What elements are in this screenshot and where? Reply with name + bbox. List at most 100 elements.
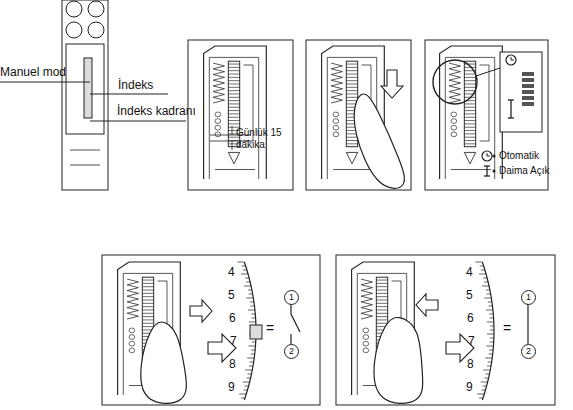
dial-tick	[484, 298, 491, 299]
dial-number: 9	[466, 381, 473, 395]
dial-tick	[346, 74, 357, 75]
zoom-line	[476, 68, 500, 76]
dial-tick	[484, 282, 488, 283]
switch-contact	[291, 304, 300, 332]
digit-wheel	[333, 112, 339, 117]
contact-circle: 1	[521, 290, 536, 305]
digit-wheel	[451, 125, 457, 130]
dial-tick	[487, 322, 494, 323]
direction-arrow	[381, 70, 403, 98]
dial-tick	[485, 374, 489, 375]
dial-tick	[376, 303, 387, 304]
digit-wheel	[363, 348, 369, 353]
dial-tick	[346, 100, 357, 101]
dial-tick	[479, 398, 483, 399]
dial-tick	[464, 110, 475, 111]
dial-tick	[142, 313, 153, 314]
dial-tick	[142, 309, 153, 310]
dial-tick	[346, 140, 357, 141]
dial-tick	[376, 286, 387, 287]
dial-tick	[464, 90, 475, 91]
dial-tick	[142, 290, 153, 291]
digit-wheel	[129, 328, 135, 333]
dial-tick	[464, 127, 475, 128]
dial-tick	[228, 107, 239, 108]
part-label: İndeks kadranı	[117, 105, 196, 119]
digit-wheel	[451, 112, 457, 117]
panel-frame	[306, 40, 411, 190]
digit-wheel	[451, 132, 457, 137]
dial-tick	[241, 398, 245, 399]
zoom-segment	[522, 96, 534, 100]
index-dial	[464, 61, 475, 147]
dial-tick	[228, 100, 239, 101]
zoom-segment	[522, 72, 534, 76]
dial-tick	[250, 306, 254, 307]
dial-tick	[228, 67, 239, 68]
dial-number: 5	[228, 289, 235, 303]
dial-tick	[483, 386, 487, 387]
equals-sign: =	[503, 320, 511, 336]
dial-tick	[346, 137, 357, 138]
dial-tick	[241, 274, 248, 275]
dial-tick	[346, 84, 357, 85]
clock-hand	[511, 57, 514, 60]
digit-wheel	[129, 335, 135, 340]
dial-tick	[376, 296, 387, 297]
dial-tick	[475, 262, 482, 263]
dial-tick	[490, 326, 494, 327]
dial-tick	[142, 280, 153, 281]
contact-number: 2	[526, 347, 531, 356]
dial-tick	[142, 326, 153, 327]
finger	[354, 94, 404, 188]
dial-tick	[228, 74, 239, 75]
dial-number: 6	[229, 312, 236, 326]
digit-wheel	[129, 348, 135, 353]
dial-tick	[247, 358, 254, 359]
digit-wheel	[451, 119, 457, 124]
zoom-segment	[522, 102, 534, 106]
dial-tick	[228, 120, 239, 121]
dial-tick	[464, 133, 475, 134]
dial-tick	[142, 319, 153, 320]
stroke	[70, 165, 100, 166]
digit-wheel	[215, 119, 221, 124]
dial-tick	[483, 278, 487, 279]
pointer	[346, 152, 357, 163]
dial-tick	[142, 286, 153, 287]
panel-frame	[102, 255, 320, 405]
base-line	[215, 169, 255, 170]
dial-number: 7	[230, 335, 237, 349]
dial-tick	[228, 87, 239, 88]
contact-number: 2	[289, 347, 294, 356]
dial-tick	[243, 270, 247, 271]
dial-tick	[228, 64, 239, 65]
dial-tick	[464, 120, 475, 121]
dial-tick	[489, 314, 493, 315]
direction-arrow	[416, 294, 438, 316]
dial-tick	[246, 282, 250, 283]
dial-tick	[228, 117, 239, 118]
dial-tick	[346, 80, 357, 81]
zoom-segment	[522, 84, 534, 88]
dial-tick	[485, 358, 492, 359]
part-label: İndeks	[118, 79, 153, 93]
digit-wheel	[363, 341, 369, 346]
dial-tick	[464, 143, 475, 144]
always-on-icon	[510, 100, 511, 118]
dial-tick	[346, 97, 357, 98]
dial-tick	[245, 370, 252, 371]
dial-arc	[482, 262, 494, 400]
always-on-icon	[486, 166, 487, 176]
pointer	[464, 152, 475, 163]
dimension-arrow	[232, 126, 233, 135]
zoom-segment	[522, 78, 534, 82]
dial-tick	[251, 350, 255, 351]
dial-tick	[142, 293, 153, 294]
frame-detail	[480, 65, 490, 141]
dial-tick	[251, 314, 255, 315]
base-line	[333, 169, 373, 170]
dial-tick	[477, 394, 484, 395]
contact-number: 1	[526, 293, 531, 302]
